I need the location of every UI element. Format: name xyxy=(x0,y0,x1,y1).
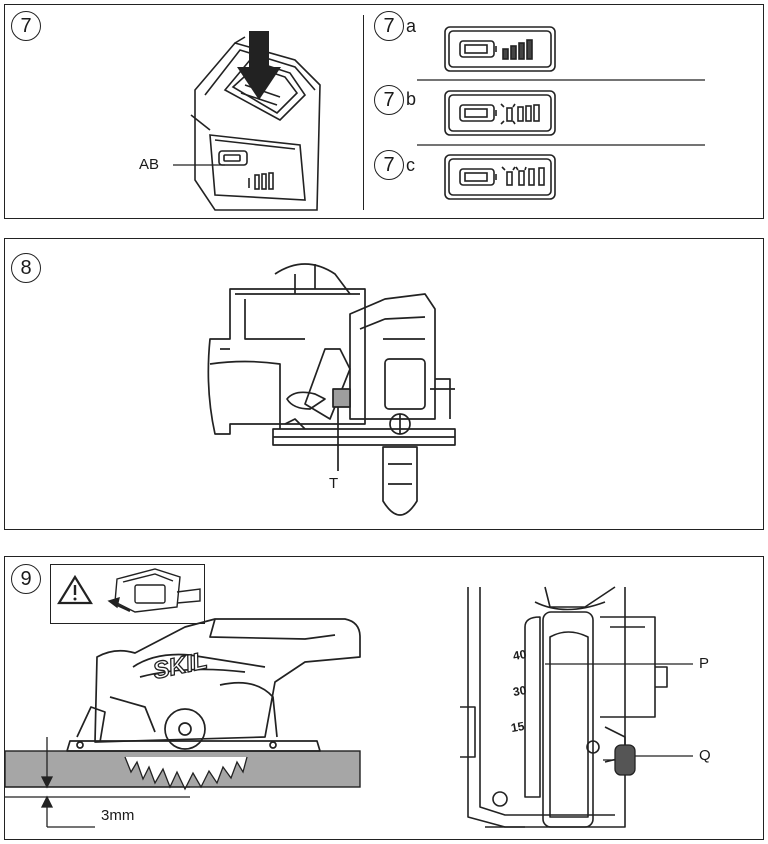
down-arrow-icon xyxy=(237,31,281,100)
depth-lock-knob xyxy=(603,744,636,776)
saw-blade-teeth xyxy=(124,756,248,791)
step-number-8: 8 xyxy=(11,253,41,283)
step-8-panel: 8 xyxy=(4,238,764,530)
step-9-panel: 9 xyxy=(4,556,764,840)
step-number-9: 9 xyxy=(11,564,41,594)
warning-icon xyxy=(57,574,93,605)
step-number-7a: 7 xyxy=(374,11,404,41)
battery-pack-illustration xyxy=(173,31,321,211)
callout-q: Q xyxy=(699,747,711,764)
saw-side-view-illustration: SKIL xyxy=(4,568,693,828)
step-number-7c: 7 xyxy=(374,150,404,180)
step-letter-7c: c xyxy=(406,155,415,175)
brand-logo: SKIL xyxy=(151,647,210,685)
warning-inset-box xyxy=(50,564,205,624)
callout-t: T xyxy=(329,475,339,492)
step-7-panel: 7 AB 7 a xyxy=(4,4,764,219)
scale-mark-15: 15 xyxy=(509,718,526,736)
depth-label: 3mm xyxy=(101,807,135,824)
battery-icon xyxy=(459,40,497,58)
step-number-7: 7 xyxy=(11,11,41,41)
step-letter-7b: b xyxy=(406,89,417,109)
step-number-7b: 7 xyxy=(374,85,404,115)
step-letter-7a: a xyxy=(406,16,417,36)
saw-front-view-illustration xyxy=(207,263,456,516)
callout-p: P xyxy=(699,655,710,672)
callout-ab: AB xyxy=(139,156,160,173)
scale-mark-30: 30 xyxy=(511,682,528,700)
scale-mark-40: 40 xyxy=(511,646,528,664)
panel-7-divider xyxy=(363,15,365,210)
charge-indicators xyxy=(417,26,705,200)
